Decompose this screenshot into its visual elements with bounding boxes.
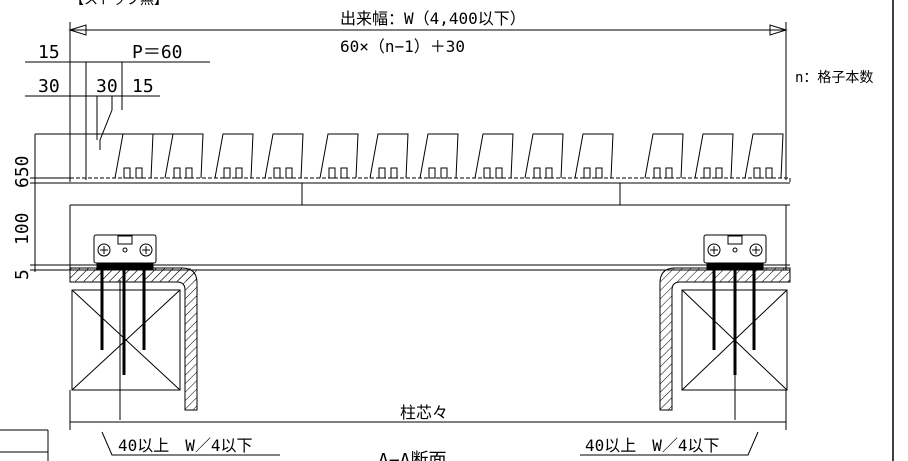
range-callouts	[101, 431, 759, 456]
grille-fin	[264, 133, 304, 179]
grille-count-note: n：格子本数	[795, 70, 873, 86]
right-bracket	[703, 234, 767, 375]
fin-screw	[328, 167, 336, 179]
grille-fin	[644, 133, 684, 179]
fin-screw	[428, 167, 436, 179]
fin-screw	[653, 167, 661, 179]
dim-15-b: 15	[132, 76, 154, 97]
fin-screw	[390, 167, 398, 179]
grille-fins	[114, 133, 784, 179]
fin-screw	[378, 167, 386, 179]
legend-box	[0, 429, 49, 461]
fin-screw	[545, 167, 553, 179]
fin-screw	[235, 167, 243, 179]
center-to-center-label: 柱芯々	[400, 403, 448, 422]
pitch-dimensions	[25, 61, 210, 180]
fin-screw	[123, 167, 131, 179]
fin-screw	[495, 167, 503, 179]
fin-screw	[533, 167, 541, 179]
dim-30-a: 30	[38, 76, 60, 97]
dim-15-top: 15	[38, 42, 60, 63]
fin-screw	[340, 167, 348, 179]
dim-5: 5	[12, 269, 33, 280]
fin-screw	[703, 167, 711, 179]
grille-fin	[319, 133, 359, 179]
fin-screw	[440, 167, 448, 179]
grille-fin	[694, 133, 734, 179]
fin-screw	[173, 167, 181, 179]
overall-width-label: 出来幅：W（4,400以下）	[340, 9, 526, 28]
dim-100: 100	[12, 212, 33, 245]
left-bracket	[93, 234, 157, 375]
grille-fin	[114, 133, 154, 179]
pitch-label: P＝60	[132, 42, 183, 63]
dim-30-b: 30	[96, 76, 118, 97]
top-rail	[69, 177, 791, 206]
grille-fin	[524, 133, 564, 179]
fin-screw	[285, 167, 293, 179]
width-formula-label: 60×（n−1）＋30	[340, 37, 465, 56]
left-range-label: 40以上 W／4以下	[118, 436, 253, 455]
grille-fin	[164, 133, 204, 179]
top-cut-label: 【ストップ無】	[70, 0, 168, 8]
fin-screw	[665, 167, 673, 179]
grille-fin	[474, 133, 514, 179]
grille-fin	[574, 133, 614, 179]
fin-screw	[765, 167, 773, 179]
fin-screw	[135, 167, 143, 179]
grille-fin	[369, 133, 409, 179]
left-post	[69, 267, 198, 420]
fin-screw	[223, 167, 231, 179]
grille-fin	[419, 133, 459, 179]
grille-fin	[744, 133, 784, 179]
beam	[69, 205, 790, 271]
fin-screw	[483, 167, 491, 179]
fin-screw	[273, 167, 281, 179]
height-dimensions	[30, 133, 200, 272]
grille-fin	[214, 133, 254, 179]
fin-screw	[185, 167, 193, 179]
fin-screw	[595, 167, 603, 179]
fin-screw	[753, 167, 761, 179]
center-dimension	[69, 390, 787, 430]
dim-650: 650	[12, 155, 33, 188]
fin-screw	[583, 167, 591, 179]
right-range-label: 40以上 W／4以下	[585, 436, 720, 455]
section-title: A−A断面	[378, 450, 447, 461]
right-post	[659, 267, 791, 420]
fin-screw	[715, 167, 723, 179]
